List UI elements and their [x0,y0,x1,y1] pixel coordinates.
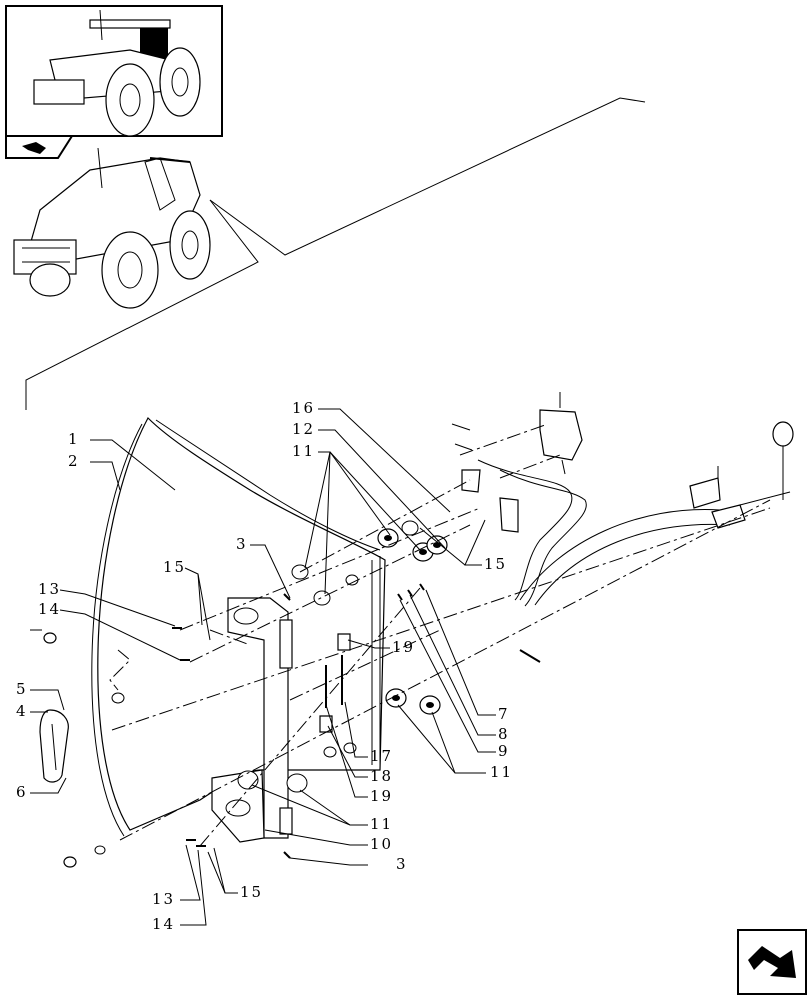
screws [30,583,425,868]
callout-2: 2 [68,452,80,470]
tractor-locator-icon [13,147,211,309]
callout-11-top: 11 [292,442,315,460]
callout-9: 9 [498,742,510,760]
callout-8: 8 [498,725,510,743]
callout-15-top: 15 [163,558,186,576]
leader-lines [30,408,496,926]
assembly-lines [109,424,771,847]
callout-17: 17 [370,747,393,765]
locator-lines [25,97,646,410]
door-handle [39,709,69,783]
callout-11-bottom: 11 [370,815,393,833]
callout-14-bottom: 14 [152,915,175,933]
callout-6: 6 [16,783,28,801]
callout-12: 12 [292,420,315,438]
callout-14-left: 14 [38,600,61,618]
callout-13-bottom: 13 [152,890,175,908]
next-page-arrow-icon[interactable] [737,929,807,995]
strut-assembly [451,392,794,663]
callout-11-right: 11 [490,763,513,781]
callout-16: 16 [292,399,315,417]
callout-15-bottom: 15 [240,883,263,901]
page-arrow-icon [5,135,74,159]
callout-3-top: 3 [236,535,248,553]
washers [111,520,448,793]
callout-3-bottom: 3 [396,855,408,873]
callout-1: 1 [68,430,80,448]
callout-18: 18 [370,767,393,785]
callout-4: 4 [16,702,28,720]
callout-15-right: 15 [484,555,507,573]
tractor-thumbnail-icon [5,5,223,137]
callout-10: 10 [370,835,393,853]
callout-19-top: 19 [392,638,415,656]
callout-7: 7 [498,705,510,723]
callout-19-bottom: 19 [370,787,393,805]
callout-13-left: 13 [38,580,61,598]
callout-5: 5 [16,680,28,698]
